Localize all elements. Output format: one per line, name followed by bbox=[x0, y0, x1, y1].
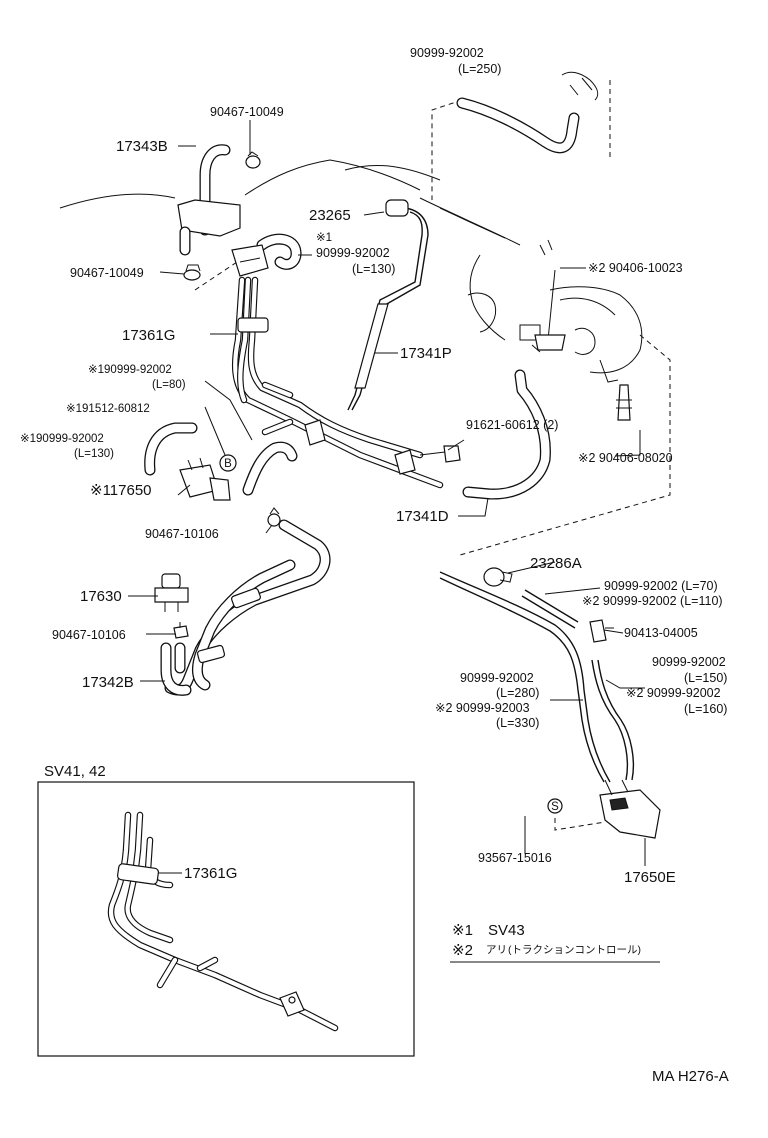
label-l80: (L=80) bbox=[152, 379, 186, 391]
label-93567-15016: 93567-15016 bbox=[478, 851, 552, 865]
leader-lines bbox=[128, 120, 646, 866]
vsv-upper bbox=[231, 244, 269, 277]
tube-right-short bbox=[521, 589, 579, 629]
label-90999-92002-l250: 90999-92002 bbox=[410, 46, 484, 60]
label-star2-90999-92003: ※2 90999-92003 bbox=[435, 701, 530, 715]
clamp-90467-10049-lower bbox=[183, 264, 201, 281]
label-17650e: 17650E bbox=[624, 869, 676, 886]
clamp-90467-10049-top bbox=[245, 151, 261, 169]
note1-text: SV43 bbox=[488, 922, 525, 939]
part-90406-08020 bbox=[616, 384, 632, 421]
bolt-91621-60612 bbox=[419, 445, 461, 463]
footer-code: MA H276-A bbox=[652, 1068, 729, 1085]
label-90413-04005: 90413-04005 bbox=[624, 626, 698, 640]
tee-90413-04005 bbox=[589, 619, 614, 643]
note2-text-sub: (トラクションコントロール) bbox=[508, 944, 641, 956]
hose-17343b bbox=[177, 144, 241, 256]
label-17630: 17630 bbox=[80, 588, 122, 605]
label-90999-92002-l130-a: 90999-92002 bbox=[316, 246, 390, 260]
label-17361g-inset: 17361G bbox=[184, 865, 237, 882]
label-l330: (L=330) bbox=[496, 716, 539, 730]
label-star2-90406-10023: ※2 90406-10023 bbox=[588, 261, 683, 275]
tube-right-lower bbox=[591, 659, 635, 781]
note2-mark: ※2 bbox=[452, 942, 473, 959]
label-star1-17650: ※117650 bbox=[90, 482, 152, 499]
label-l150: (L=150) bbox=[684, 671, 727, 685]
callout-s-circle bbox=[547, 798, 563, 814]
label-star2-90406-08020: ※2 90406-08020 bbox=[578, 451, 673, 465]
label-23265: 23265 bbox=[309, 207, 351, 224]
label-17361g: 17361G bbox=[122, 327, 175, 344]
label-star2-90999-92002-l110: ※2 90999-92002 (L=110) bbox=[582, 594, 723, 608]
vsv-17650e bbox=[599, 779, 661, 839]
clamp-90467-10106-upper bbox=[267, 507, 281, 527]
label-star1-91512-60812: ※191512-60812 bbox=[66, 403, 150, 415]
hose-l250 bbox=[456, 97, 580, 154]
label-17342b: 17342B bbox=[82, 674, 134, 691]
tube-left-long bbox=[439, 571, 611, 783]
label-90467-10106-upper: 90467-10106 bbox=[145, 527, 219, 541]
vsv-star1-17650 bbox=[179, 457, 231, 501]
label-l130-b: (L=130) bbox=[74, 448, 114, 460]
dashed-leaders bbox=[194, 80, 671, 831]
label-23286a: 23286A bbox=[530, 555, 582, 572]
label-star1-90999-92002-l130: ※190999-92002 bbox=[20, 433, 104, 445]
hose-17341d bbox=[462, 369, 551, 500]
label-l130-a: (L=130) bbox=[352, 262, 395, 276]
label-90999-92002-l70: 90999-92002 (L=70) bbox=[604, 579, 718, 593]
label-star1-90999-92002-l80: ※190999-92002 bbox=[88, 364, 172, 376]
part-90406-10023 bbox=[531, 269, 566, 353]
inset-box bbox=[37, 781, 415, 1057]
part-23286a bbox=[483, 567, 513, 587]
callout-s: S bbox=[551, 801, 559, 813]
clamp-90467-10106-lower bbox=[173, 622, 189, 639]
label-star2-90999-92002-l160: ※2 90999-92002 bbox=[626, 686, 721, 700]
callout-b: B bbox=[224, 458, 232, 470]
pipe-17361g bbox=[232, 276, 444, 489]
label-17341d: 17341D bbox=[396, 508, 449, 525]
part-17630 bbox=[154, 573, 189, 612]
label-l250: (L=250) bbox=[458, 62, 501, 76]
label-star1-a: ※1 bbox=[316, 232, 332, 244]
note2-text-main: アリ bbox=[486, 944, 507, 956]
label-90467-10049-lower: 90467-10049 bbox=[70, 266, 144, 280]
pipe-17342b bbox=[160, 519, 331, 696]
tube-17341p bbox=[347, 199, 429, 411]
label-90467-10049-top: 90467-10049 bbox=[210, 105, 284, 119]
engine-outline bbox=[59, 71, 643, 383]
note1-mark: ※1 bbox=[452, 922, 473, 939]
label-90999-92002-l150: 90999-92002 bbox=[652, 655, 726, 669]
label-17341p: 17341P bbox=[400, 345, 452, 362]
inset-title: SV41, 42 bbox=[44, 763, 106, 780]
inset-pipe-17361g bbox=[107, 811, 339, 1032]
hose-star1-l130 bbox=[256, 233, 302, 270]
label-l280: (L=280) bbox=[496, 686, 539, 700]
label-90999-92002-l280: 90999-92002 bbox=[460, 671, 534, 685]
callout-b-circle bbox=[219, 454, 237, 472]
notes-legend: ※1 SV43 ※2 アリ (トラクションコントロール) bbox=[450, 922, 660, 963]
label-l160: (L=160) bbox=[684, 702, 727, 716]
hose-star1-l80 bbox=[242, 441, 298, 496]
label-91621-60612: 91621-60612 (2) bbox=[466, 418, 558, 432]
label-90467-10106-lower: 90467-10106 bbox=[52, 628, 126, 642]
label-17343b: 17343B bbox=[116, 138, 168, 155]
hose-star1-l130-b bbox=[144, 422, 198, 476]
